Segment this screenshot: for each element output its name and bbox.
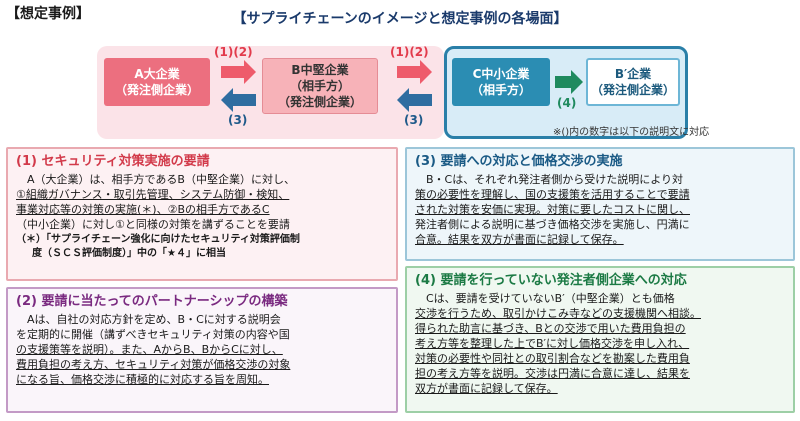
section-1-text: ①組織ガバナンス・取引先管理、システム防御・検知、 [16, 188, 290, 201]
diagram-note: ※()内の数字は以下の説明文に対応 [553, 127, 710, 138]
header-label: 【想定事例】 [6, 6, 90, 22]
section-1-text: A（大企業）は、相手方であるB（中堅企業）に対し、 [27, 173, 295, 186]
section-2-text: になる旨、価格交渉に積極的に対応する旨を周知。 [16, 373, 269, 386]
section-2-text: 費用負担の考え方、セキュリティ対策が価格交渉の対象 [16, 358, 291, 371]
section-1-note: 度（ＳＣＳ評価制度）」中の「★４」に相当 [32, 248, 226, 259]
section-4-text: 双方が書面に記録して保存。 [415, 382, 558, 395]
section-2-heading: (2) 要請に当たってのパートナーシップの構築 [16, 294, 288, 309]
arrow-b-to-a-icon [221, 88, 256, 112]
arrow-a-to-b-icon [221, 60, 256, 84]
box-a-line1: A大企業 [134, 67, 180, 81]
label-b-c-bottom: (3) [404, 113, 424, 127]
label-c-b2: (4) [557, 96, 577, 110]
box-b2-line2: （発注側企業） [590, 83, 675, 97]
label-a-b-bottom: (3) [228, 113, 248, 127]
section-1-security-request: (1) セキュリティ対策実施の要請 A（大企業）は、相手方であるB（中堅企業）に… [6, 147, 398, 281]
section-3-heading: (3) 要請への対応と価格交渉の実施 [415, 154, 623, 169]
box-c-line2: （相手方） [470, 83, 531, 97]
page-title: 【サプライチェーンのイメージと想定事例の各場面】 [232, 11, 568, 27]
section-1-text: （中小企業）に対し①と同様の対策を講ずることを要請 [16, 218, 290, 231]
box-b-line3: （発注側企業） [277, 95, 362, 109]
arrow-b-to-c-icon [397, 60, 432, 84]
section-4-text: 担の考え方等を説明。交渉は円満に合意に達し、結果を [415, 367, 690, 380]
section-2-text: Aは、自社の対応方針を定め、B・Cに対する説明会 [27, 313, 281, 326]
section-4-text: Cは、要請を受けていないB′（中堅企業）とも価格 [426, 292, 675, 305]
section-3-text: 合意。結果を双方が書面に記録して保存。 [415, 233, 624, 246]
section-3-text: された対策を安価に実現。対策に要したコストに関し、 [415, 203, 690, 216]
box-b-prime-company: B′企業 （発注側企業） [586, 58, 680, 106]
section-4-text: 交渉を行うため、取引かけこみ寺などの支援機関へ相談。 [415, 307, 701, 320]
section-2-text: の支援策等を説明）。また、AからB、BからCに対し、 [16, 343, 283, 356]
section-3-price-negotiation: (3) 要請への対応と価格交渉の実施 B・Cは、それぞれ発注者側から受けた説明に… [405, 147, 795, 261]
section-1-text: 事業対応等の対策の実施(＊)、②Bの相手方であるC [16, 203, 270, 216]
box-a-line2: （発注側企業） [114, 83, 199, 97]
section-4-text: 対策の必要性や同社との取引割合などを勘案した費用負 [415, 352, 690, 365]
box-c-line1: C中小企業 [472, 67, 530, 81]
box-b-line1: B中堅企業 [291, 63, 349, 77]
section-4-text: 得られた助言に基づき、Bとの交渉で用いた費用負担の [415, 322, 686, 335]
section-4-non-requesting-ordering-party: (4) 要請を行っていない発注者側企業への対応 Cは、要請を受けていないB′（中… [405, 266, 795, 413]
box-c-small-company: C中小企業 （相手方） [452, 58, 550, 106]
label-a-b-top: (1)(2) [214, 45, 253, 59]
box-b-midsize-company: B中堅企業 （相手方） （発注側企業） [262, 58, 378, 114]
arrow-c-to-b-prime-icon [555, 70, 583, 94]
label-b-c-top: (1)(2) [390, 45, 429, 59]
box-a-large-company: A大企業 （発注側企業） [104, 58, 210, 106]
box-b2-line1: B′企業 [614, 67, 652, 81]
section-3-text: 発注者側による説明に基づき価格交渉を実施し、円満に [415, 218, 690, 231]
section-4-text: 考え方等を整理した上でB′に対し価格交渉を申し入れ、 [415, 337, 690, 350]
arrow-c-to-b-icon [397, 88, 432, 112]
section-2-text: を定期的に開催（講ずべきセキュリティ対策の内容や国 [16, 328, 290, 341]
section-3-text: B・Cは、それぞれ発注者側から受けた説明により対 [426, 173, 684, 186]
section-3-text: 策の必要性を理解し、国の支援策を活用することで要請 [415, 188, 690, 201]
section-4-heading: (4) 要請を行っていない発注者側企業への対応 [415, 273, 687, 288]
section-2-partnership: (2) 要請に当たってのパートナーシップの構築 Aは、自社の対応方針を定め、B・… [6, 287, 398, 413]
section-1-note: （＊）「サプライチェーン強化に向けたセキュリティ対策評価制 [16, 234, 300, 245]
section-1-heading: (1) セキュリティ対策実施の要請 [16, 154, 210, 169]
box-b-line2: （相手方） [289, 79, 350, 93]
